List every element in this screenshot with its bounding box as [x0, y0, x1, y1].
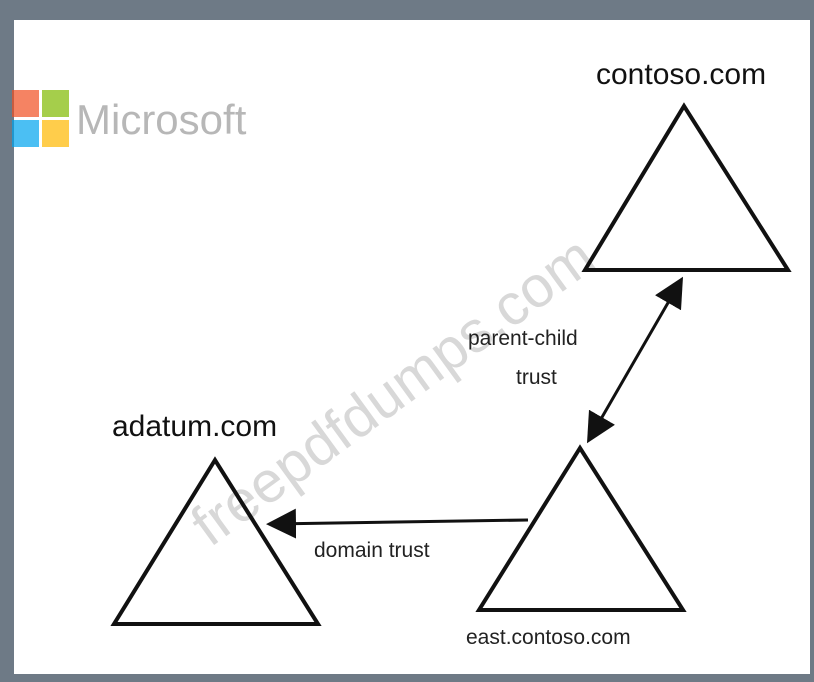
contoso-domain-label: contoso.com	[596, 58, 766, 91]
contoso-domain-triangle	[581, 102, 792, 272]
east-contoso-domain-label: east.contoso.com	[466, 626, 631, 649]
logo-square-green	[42, 90, 69, 117]
domain-trust-arrow	[266, 508, 529, 539]
logo-square-blue	[12, 120, 39, 147]
logo-square-red	[12, 90, 39, 117]
logo-text: Microsoft	[76, 96, 247, 143]
adatum-domain-label: adatum.com	[112, 410, 277, 443]
adatum-domain-triangle	[110, 456, 322, 626]
logo-square-yellow	[42, 120, 69, 147]
domain-trust-label: domain trust	[314, 539, 430, 562]
east-contoso-domain-triangle	[475, 444, 687, 612]
parent-child-trust-label-line1: parent-child	[468, 327, 578, 350]
parent-child-trust-label-line2: trust	[516, 366, 557, 389]
microsoft-logo: Microsoft	[12, 90, 247, 147]
parent-child-trust-arrow	[587, 276, 683, 444]
